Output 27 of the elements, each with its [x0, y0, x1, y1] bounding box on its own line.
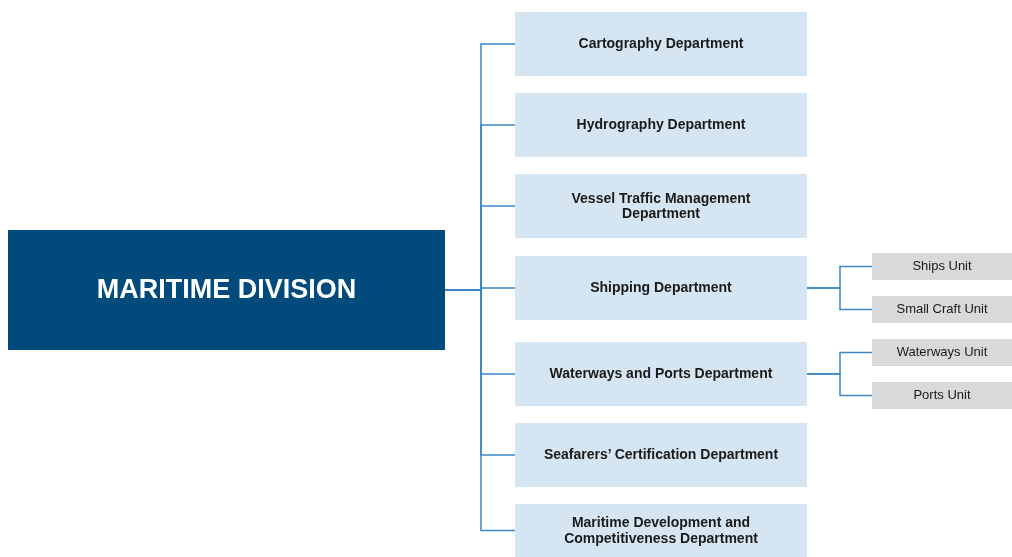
- unit-box: [872, 382, 1012, 409]
- department-box: [515, 174, 807, 238]
- connector-line: [806, 287, 873, 311]
- department-box: [515, 93, 807, 157]
- connector-line: [806, 373, 873, 397]
- box-label: Cartography Department: [578, 36, 744, 52]
- unit-box: [872, 253, 1012, 280]
- box-label: Ships Unit: [912, 259, 972, 274]
- division-box: [8, 230, 445, 350]
- box-label: Maritime Development and Competitiveness Department: [563, 515, 759, 546]
- box-label: Waterways and Ports Department: [549, 366, 773, 382]
- box-label: Waterways Unit: [896, 345, 988, 360]
- box-label: MARITIME DIVISION: [96, 275, 357, 305]
- box-label: Vessel Traffic Management Department: [570, 190, 752, 222]
- department-box: [515, 423, 807, 487]
- box-label: Ports Unit: [913, 388, 971, 403]
- unit-box: [872, 296, 1012, 323]
- department-box: [515, 12, 807, 76]
- box-label: Shipping Department: [590, 280, 732, 296]
- box-label: Small Craft Unit: [896, 302, 988, 317]
- department-box: [515, 504, 807, 557]
- department-box: [515, 342, 807, 406]
- department-box: [515, 256, 807, 320]
- unit-box: [872, 339, 1012, 366]
- connector-line: [444, 289, 516, 532]
- box-label: Seafarers’ Certification Department: [543, 447, 779, 463]
- box-label: Hydrography Department: [576, 117, 746, 133]
